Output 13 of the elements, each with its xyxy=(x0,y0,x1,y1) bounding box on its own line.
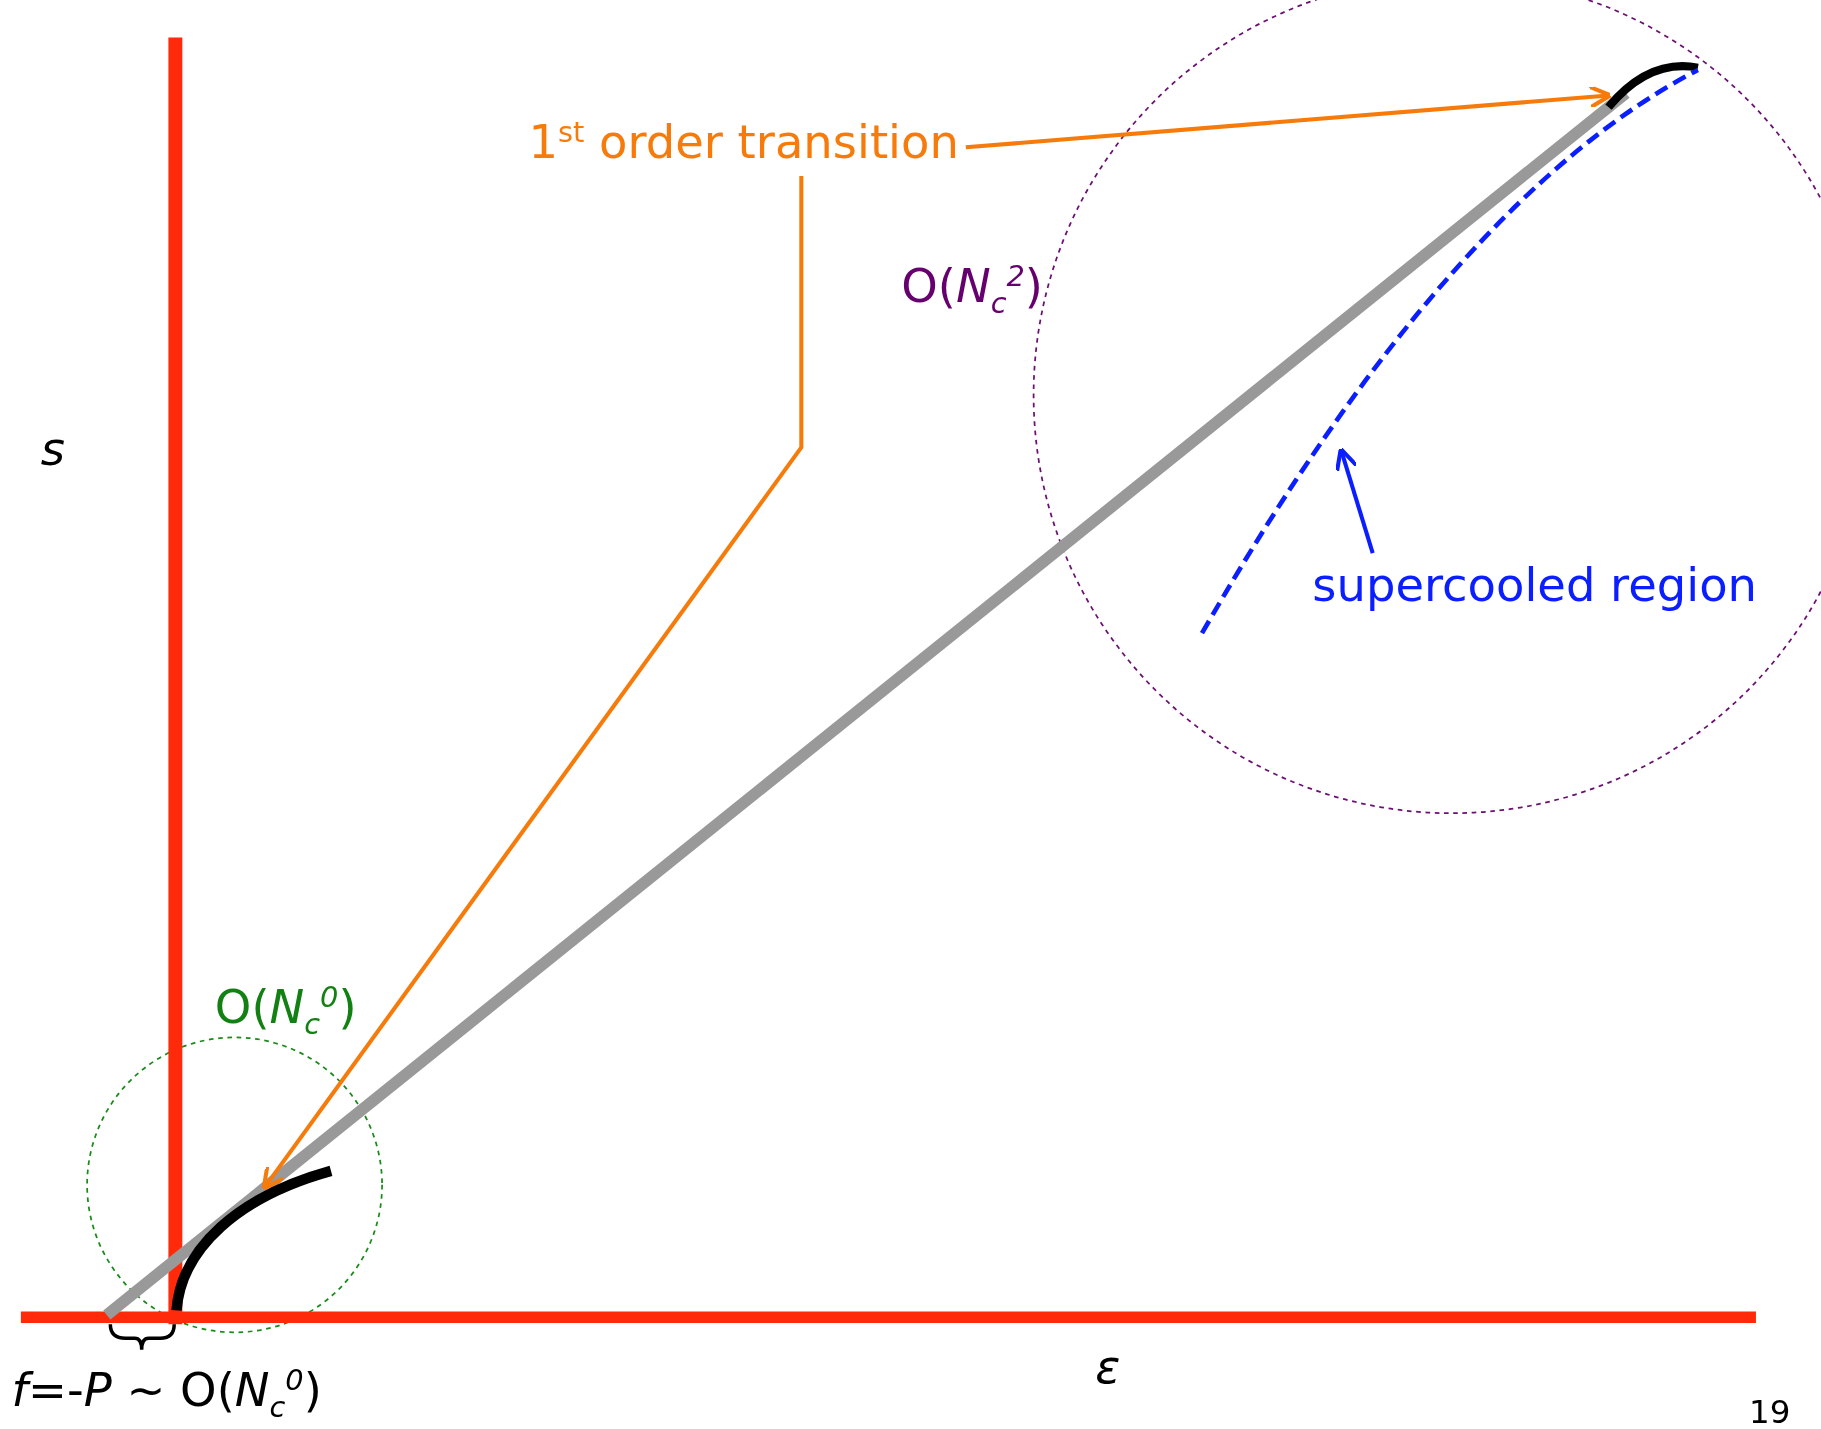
annotation-text: supercooled region xyxy=(1312,562,1757,609)
leader-line xyxy=(965,84,1613,150)
leader-line xyxy=(1335,446,1375,554)
annotation-text: 1$^{st}$ order transition xyxy=(528,118,959,167)
order-label: O(N$_{c}$$^{0}$) xyxy=(214,982,357,1039)
axis-label: ε xyxy=(1095,1343,1121,1391)
page-number: 19 xyxy=(1749,1395,1791,1429)
axis-label: s xyxy=(40,426,65,473)
curve xyxy=(1605,62,1699,110)
order-label: O(N$_{c}$$^{2}$) xyxy=(901,262,1043,318)
leader-line xyxy=(261,175,804,1191)
pressure-label: f=-P ~ O(N$_{c}$$^{0}$) xyxy=(11,1365,322,1422)
curve xyxy=(171,1165,333,1312)
